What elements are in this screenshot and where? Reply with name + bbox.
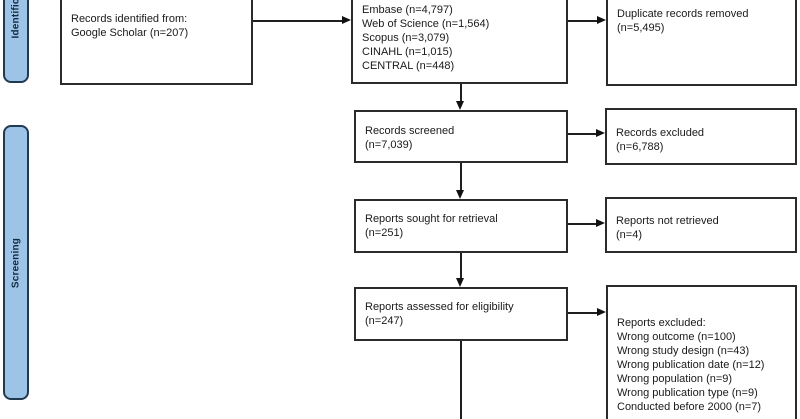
- box-duplicate-records-removed: Duplicate records removed (n=5,495): [606, 0, 797, 86]
- box-text-line: Duplicate records removed: [617, 8, 749, 20]
- arrow-right-icon: [597, 308, 606, 316]
- box-reports-excluded-reasons: Reports excluded: Wrong outcome (n=100) …: [606, 285, 797, 419]
- box-text-line: Reports assessed for eligibility: [365, 301, 514, 313]
- box-text-line: Embase (n=4,797): [362, 4, 453, 16]
- box-text-line: Wrong outcome (n=100): [617, 331, 736, 343]
- arrow-down-icon: [456, 101, 464, 110]
- arrow-right-icon: [596, 219, 605, 227]
- box-records-screened: Records screened (n=7,039): [354, 110, 568, 163]
- stage-tab-identification-label: Identification: [10, 0, 22, 39]
- box-reports-assessed-for-eligibility: Reports assessed for eligibility (n=247): [354, 287, 568, 341]
- arrow-other-to-databases-line: [253, 20, 342, 22]
- box-text-line: Wrong population (n=9): [617, 373, 733, 385]
- box-text-line: Wrong publication date (n=12): [617, 359, 765, 371]
- arrow-right-icon: [342, 16, 351, 24]
- box-text-line: Reports excluded:: [617, 317, 706, 329]
- arrow-screened-to-excluded-line: [568, 133, 596, 135]
- arrow-assessed-to-excluded-line: [568, 312, 597, 314]
- box-text-line: Records identified from:: [71, 13, 188, 25]
- box-reports-sought-for-retrieval: Reports sought for retrieval (n=251): [354, 199, 568, 253]
- arrow-databases-to-screened-line: [460, 84, 462, 102]
- box-text-line: (n=4): [616, 229, 642, 241]
- arrow-screened-to-sought-line: [460, 163, 462, 190]
- arrow-down-icon: [456, 190, 464, 199]
- stage-tab-screening-label: Screening: [10, 237, 22, 288]
- arrow-sought-to-not-retrieved-line: [568, 223, 596, 225]
- arrow-right-icon: [597, 16, 606, 24]
- box-text-line: Conducted before 2000 (n=7): [617, 401, 762, 413]
- box-text-line: Wrong study design (n=43): [617, 345, 750, 357]
- arrow-right-icon: [596, 129, 605, 137]
- box-text-line: (n=247): [365, 315, 404, 327]
- box-records-identified-databases: Embase (n=4,797) Web of Science (n=1,564…: [351, 0, 568, 84]
- box-text-line: Google Scholar (n=207): [71, 27, 189, 39]
- box-text-line: Records excluded: [616, 127, 705, 139]
- box-text-line: (n=6,788): [616, 141, 664, 153]
- box-text-line: (n=5,495): [617, 22, 665, 34]
- box-text-line: Wrong publication type (n=9): [617, 387, 758, 399]
- stage-tab-identification: Identification: [3, 0, 29, 83]
- box-text-line: Web of Science (n=1,564): [362, 18, 490, 30]
- box-text-line: CINAHL (n=1,015): [362, 46, 453, 58]
- box-text-line: Scopus (n=3,079): [362, 32, 450, 44]
- arrow-sought-to-assessed-line: [460, 253, 462, 278]
- box-records-excluded: Records excluded (n=6,788): [605, 108, 797, 165]
- box-records-identified-other-sources: Records identified from: Google Scholar …: [60, 0, 253, 85]
- box-text-line: CENTRAL (n=448): [362, 60, 455, 72]
- box-text-line: Reports sought for retrieval: [365, 213, 498, 225]
- box-text-line: Reports not retrieved: [616, 215, 719, 227]
- arrow-databases-to-duplicates-line: [568, 20, 597, 22]
- box-text-line: (n=7,039): [365, 139, 413, 151]
- box-text-line: Records screened: [365, 125, 455, 137]
- arrow-down-icon: [456, 278, 464, 287]
- box-text-line: (n=251): [365, 227, 404, 239]
- stage-tab-screening: Screening: [3, 125, 29, 400]
- line-assessed-downward: [460, 341, 462, 419]
- box-reports-not-retrieved: Reports not retrieved (n=4): [605, 197, 797, 253]
